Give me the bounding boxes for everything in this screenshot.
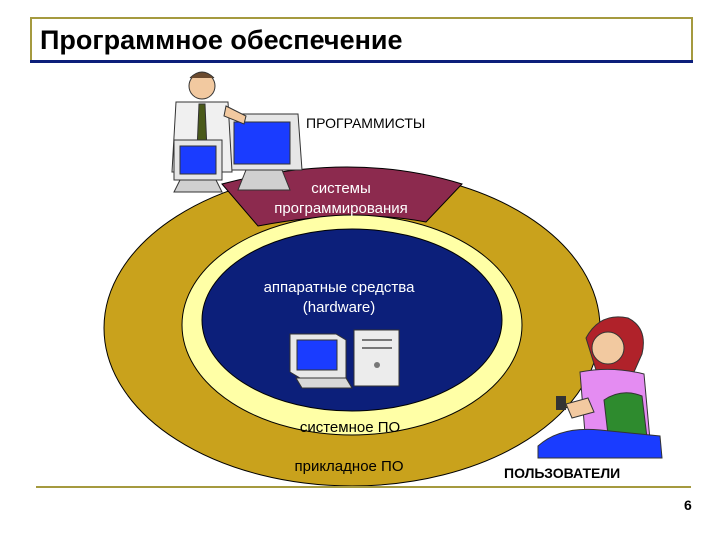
programming-systems-label-line2: программирования (274, 200, 408, 217)
title-underline (30, 60, 693, 63)
footer-rule (36, 486, 691, 488)
applied-software-label: прикладное ПО (294, 458, 403, 475)
computer-icon (289, 329, 400, 389)
programmer-icon (171, 71, 303, 193)
users-label: ПОЛЬЗОВАТЕЛИ (504, 465, 620, 481)
title-frame: Программное обеспечение (30, 17, 693, 61)
user-icon (537, 316, 663, 459)
page-number: 6 (684, 497, 692, 513)
hardware-core (201, 228, 503, 412)
programming-systems-label-line1: системы (311, 180, 371, 197)
hardware-label-line2: (hardware) (303, 299, 376, 316)
hardware-label-line1: аппаратные средства (264, 279, 416, 296)
page-title: Программное обеспечение (40, 25, 403, 55)
system-software-label: системное ПО (300, 419, 400, 436)
programmers-label: ПРОГРАММИСТЫ (306, 115, 425, 131)
